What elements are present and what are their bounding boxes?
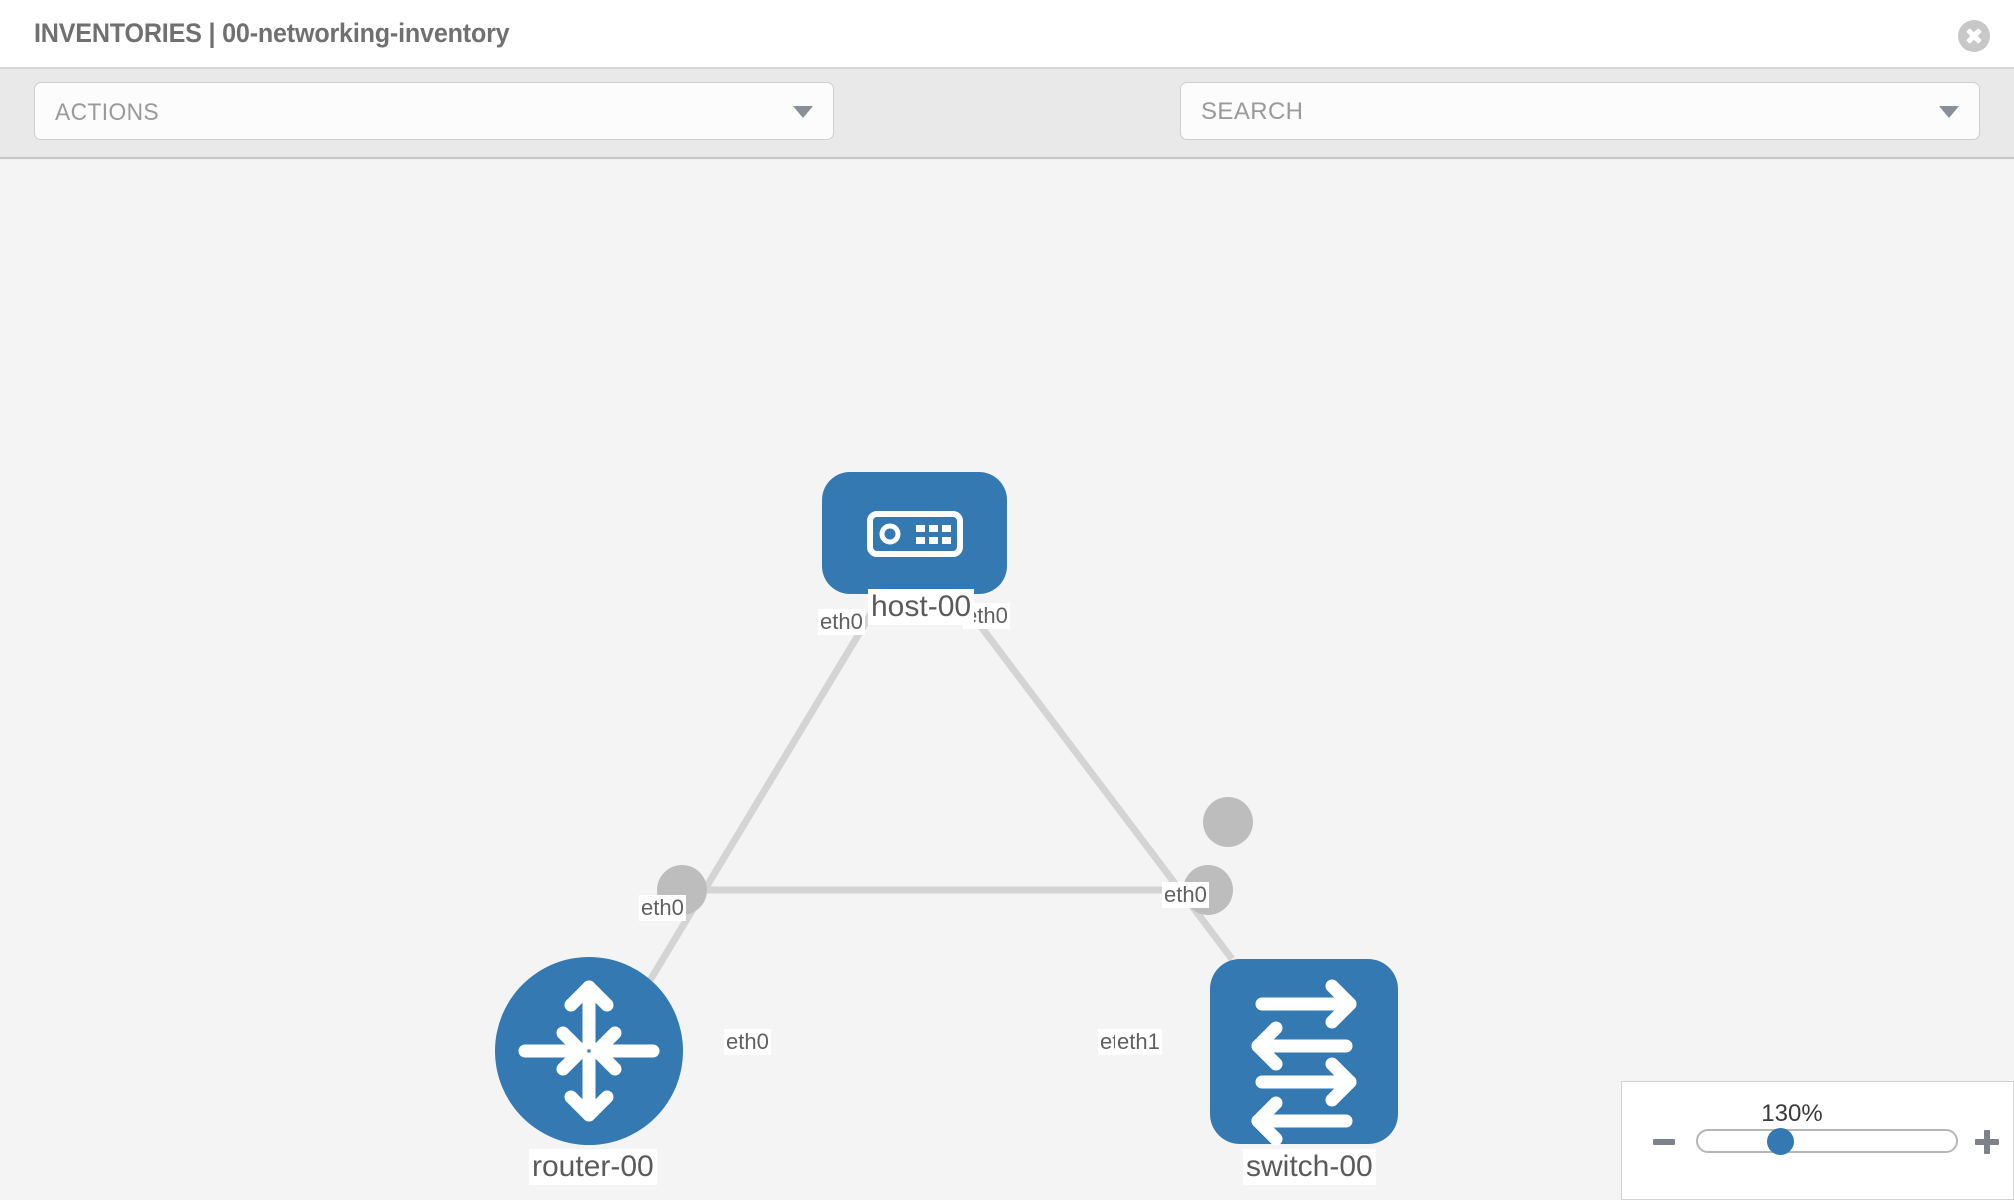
edge-host-router [637,577,895,999]
actions-dropdown-label: ACTIONS [55,99,160,126]
topology-canvas[interactable]: eth0 eth0 host-00 eth0 eth0 eth0 eth0 et… [0,159,2014,1200]
zoom-slider[interactable] [1696,1129,1958,1153]
edge-label-switch-left-front: eth1 [1115,1029,1162,1055]
page-title: INVENTORIES | 00-networking-inventory [34,18,510,48]
chevron-down-icon [1939,106,1959,118]
close-icon[interactable] [1958,20,1990,52]
router-arrows-icon [518,980,660,1122]
topology-edges [637,576,1235,999]
toolbar: ACTIONS [0,69,2014,200]
search-input[interactable] [1199,83,1903,141]
node-host-00 [822,472,1007,594]
node-label-switch-00: switch-00 [1243,1149,1376,1185]
page-header: INVENTORIES | 00-networking-inventory [0,0,2014,69]
port-switch-upper [1203,797,1253,847]
minus-icon[interactable] [1653,1139,1675,1145]
edge-label-router-up: eth0 [639,895,686,921]
edge-label-host-left: eth0 [818,609,865,635]
plus-icon-vertical-stroke[interactable] [1984,1130,1990,1154]
actions-dropdown[interactable]: ACTIONS [34,82,834,140]
zoom-slider-thumb[interactable] [1767,1128,1794,1155]
switch-arrows-icon [1251,979,1357,1146]
node-label-host-00: host-00 [868,589,975,625]
edge-label-router-right: eth0 [724,1029,771,1055]
node-switch-00 [1210,959,1398,1146]
topology-graph [495,472,1398,1146]
server-icon [867,511,963,557]
node-label-router-00: router-00 [529,1149,657,1185]
search-field[interactable] [1180,82,1980,141]
zoom-control-panel: 130% [1621,1081,2014,1200]
zoom-percent-label: 130% [1761,1100,1823,1127]
chevron-down-icon [793,106,813,118]
node-router-00 [495,957,683,1145]
edge-label-switch-up: eth0 [1162,882,1209,908]
